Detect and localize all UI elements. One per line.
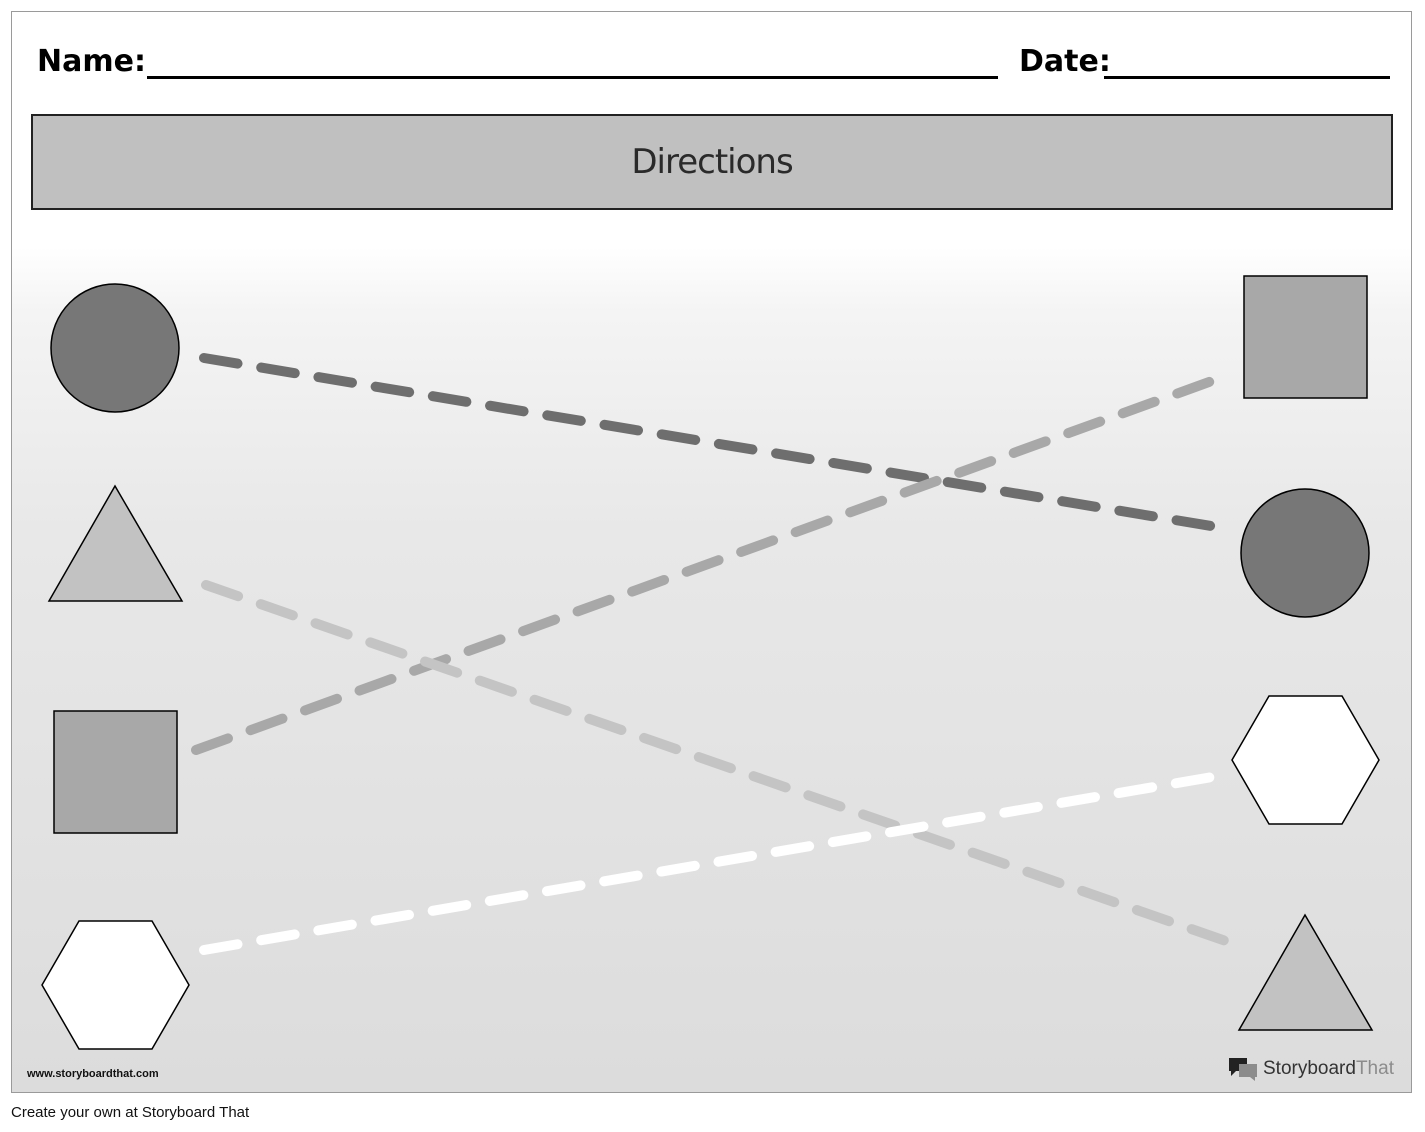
connector-square <box>191 373 1225 755</box>
site-url: www.storyboardthat.com <box>27 1068 159 1080</box>
left-circle-shape <box>50 283 180 413</box>
worksheet: Name: Date: Directions www.storyboardtha… <box>11 11 1412 1093</box>
connector-hexagon <box>199 771 1223 955</box>
brand-primary: Storyboard <box>1263 1058 1356 1079</box>
name-label: Name: <box>37 44 146 79</box>
right-square-shape <box>1243 275 1368 399</box>
left-triangle-shape <box>47 484 184 602</box>
date-label: Date: <box>1019 44 1111 79</box>
directions-banner: Directions <box>31 114 1393 210</box>
right-triangle-shape <box>1237 913 1374 1031</box>
footer-caption-link[interactable]: Create your own at Storyboard That <box>11 1104 250 1121</box>
name-blank-line <box>147 76 998 79</box>
matching-area <box>41 275 1380 1050</box>
storyboardthat-logo: StoryboardThat <box>1227 1055 1394 1083</box>
left-square-shape <box>53 710 178 834</box>
speech-bubbles-icon <box>1229 1058 1257 1081</box>
right-hexagon-shape <box>1231 695 1380 825</box>
right-circle-shape <box>1240 488 1370 618</box>
connector-triangle <box>201 580 1245 951</box>
date-blank-line <box>1104 76 1390 79</box>
directions-title: Directions <box>631 142 793 182</box>
connector-circle <box>199 353 1222 532</box>
brand-secondary: That <box>1355 1058 1394 1079</box>
left-hexagon-shape <box>41 920 190 1050</box>
